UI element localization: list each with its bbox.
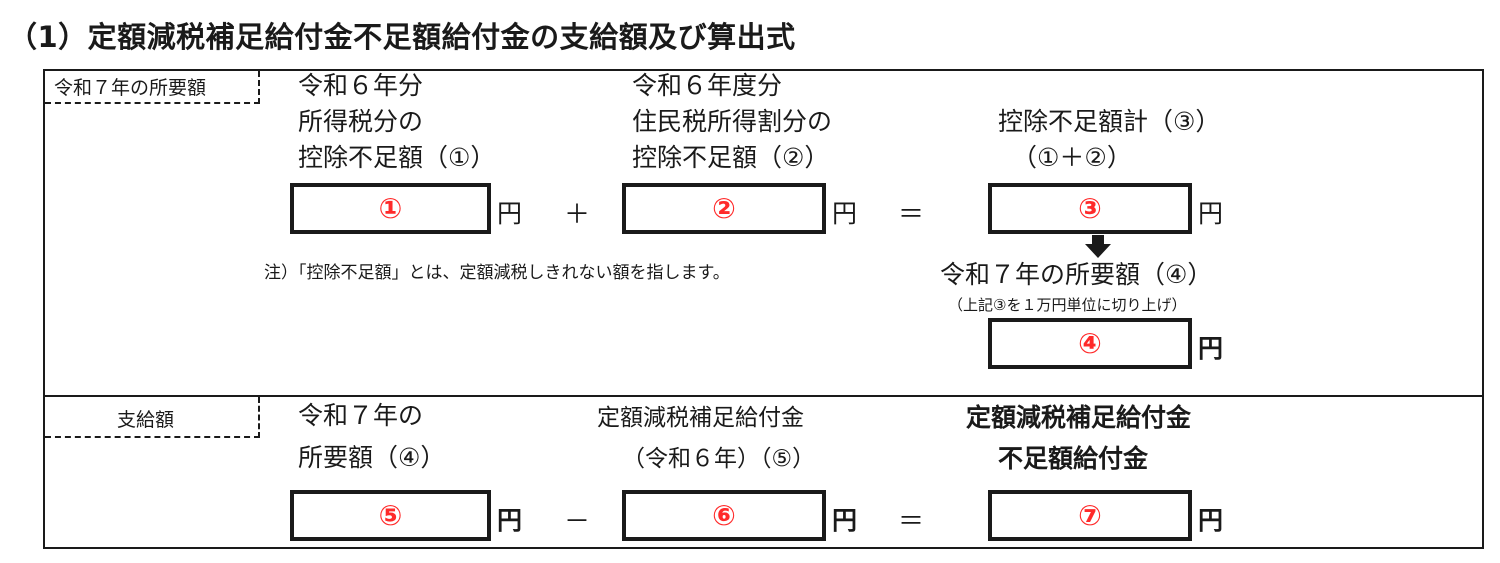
s2-col1-line2: 所要額（④） [298,443,446,472]
amount-box-1[interactable]: ① [290,183,491,234]
amount-box-6[interactable]: ⑥ [622,490,826,541]
amount-box-3[interactable]: ③ [988,183,1192,234]
section1-label-box [45,71,260,104]
col2-line3: 控除不足額（②） [632,143,830,172]
col3-line1: 控除不足額計（③） [998,107,1221,136]
amount-box-4[interactable]: ④ [988,318,1192,369]
equal-operator-2: ＝ [898,507,925,537]
unit-yen-6: 円 [832,506,858,535]
minus-operator: － [564,507,591,537]
formula-frame [43,69,1484,549]
equal-operator-1: ＝ [898,200,925,230]
s2-col2-line1: 定額減税補足給付金 [597,405,804,431]
unit-yen-3: 円 [1198,199,1224,228]
section-divider [43,395,1484,397]
col3-line2: （①＋②） [1012,143,1132,172]
unit-yen-5: 円 [497,506,523,535]
unit-yen-4: 円 [1198,334,1224,363]
col1-line3: 控除不足額（①） [298,143,496,172]
down-arrow-icon [1085,235,1111,258]
col2-line1: 令和６年度分 [632,71,783,100]
plus-operator: ＋ [564,200,591,230]
col1-line1: 令和６年分 [298,71,424,100]
unit-yen-7: 円 [1198,506,1224,535]
s2-col3-line1: 定額減税補足給付金 [966,403,1192,432]
amount-box-5[interactable]: ⑤ [290,490,491,541]
s2-col3-line2: 不足額給付金 [998,444,1149,473]
required-amount-label: 令和７年の所要額（④） [940,260,1213,289]
page-title: （1）定額減税補足給付金不足額給付金の支給額及び算出式 [8,20,796,54]
section1-label: 令和７年の所要額 [54,77,207,99]
col1-line2: 所得税分の [298,107,424,136]
s2-col1-line1: 令和７年の [298,401,424,430]
section2-label-box [45,397,260,438]
unit-yen-2: 円 [832,199,858,228]
required-amount-sub: （上記③を１万円単位に切り上げ） [948,296,1187,314]
note-text: 注）「控除不足額」とは、定額減税しきれない額を指します。 [264,263,730,283]
unit-yen-1: 円 [497,199,523,228]
amount-box-2[interactable]: ② [622,183,826,234]
s2-col2-line2: （令和６年）（⑤） [622,446,816,472]
amount-box-7[interactable]: ⑦ [988,490,1192,541]
section2-label: 支給額 [117,409,175,431]
col2-line2: 住民税所得割分の [632,107,833,136]
